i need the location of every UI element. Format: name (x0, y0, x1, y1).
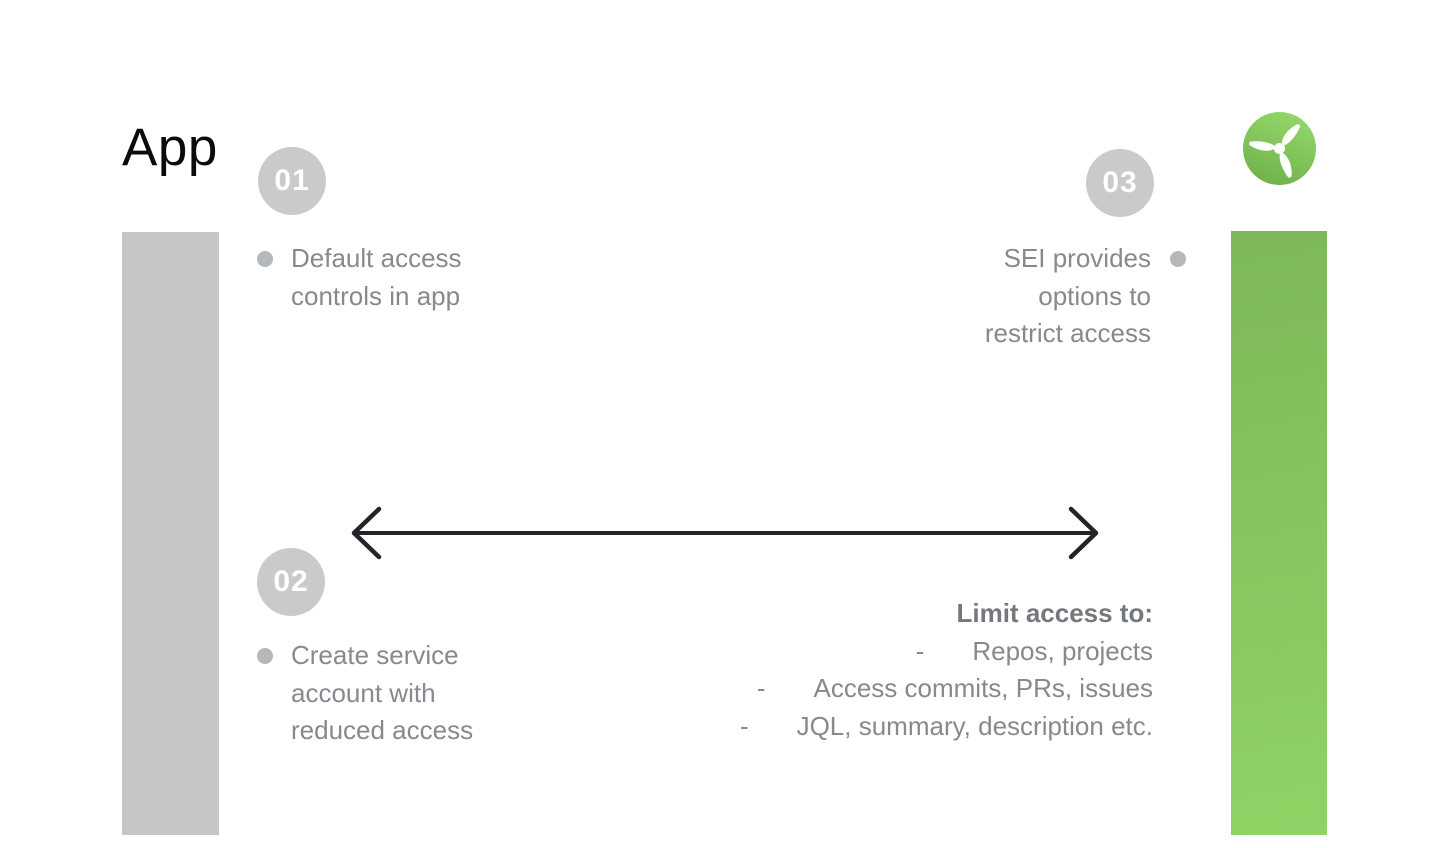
list-item: - Repos, projects (740, 633, 1153, 671)
dot-bullet-icon (257, 648, 273, 664)
step-text: Default access controls in app (291, 240, 462, 315)
list-item: - JQL, summary, description etc. (740, 708, 1153, 746)
dot-bullet-icon (257, 251, 273, 267)
double-arrow-icon (345, 505, 1105, 561)
step-text-line: options to (1038, 280, 1151, 311)
dash-bullet: - (915, 635, 925, 666)
step-number: 03 (1102, 166, 1138, 199)
step-text-line: Create service (291, 640, 459, 670)
step-text-line: account with (291, 677, 436, 708)
step-number: 01 (274, 164, 310, 197)
propeller-logo-icon (1243, 112, 1316, 185)
dot-bullet-icon (1170, 251, 1186, 267)
step-text: SEI provides options to restrict access (985, 240, 1151, 353)
app-column-bar (122, 232, 219, 835)
list-item: - Access commits, PRs, issues (740, 670, 1153, 708)
limit-access-list: Limit access to: - Repos, projects - Acc… (740, 595, 1153, 745)
step-badge-01: 01 (258, 147, 326, 215)
step-text: Create service account with reduced acce… (291, 637, 473, 750)
list-item-label: Access commits, PRs, issues (813, 673, 1153, 704)
step-badge-02: 02 (257, 548, 325, 616)
page-title: App (122, 118, 218, 177)
limit-access-heading: Limit access to: (956, 598, 1153, 628)
step-item-default-access: Default access controls in app (257, 240, 462, 315)
dash-bullet: - (756, 673, 766, 704)
step-badge-03: 03 (1086, 149, 1154, 217)
sei-column-bar (1231, 231, 1327, 835)
dash-bullet: - (739, 710, 749, 741)
step-text-line: reduced access (291, 715, 474, 745)
list-item-label: JQL, summary, description etc. (796, 710, 1153, 741)
step-text-line: controls in app (291, 280, 461, 311)
step-text-line: SEI provides (1003, 243, 1151, 273)
step-item-sei-restrict: SEI provides options to restrict access (985, 240, 1186, 353)
step-item-service-account: Create service account with reduced acce… (257, 637, 473, 750)
step-text-line: Default access (291, 243, 462, 273)
step-number: 02 (273, 565, 309, 598)
list-item-label: Repos, projects (972, 635, 1153, 666)
step-text-line: restrict access (984, 318, 1151, 348)
